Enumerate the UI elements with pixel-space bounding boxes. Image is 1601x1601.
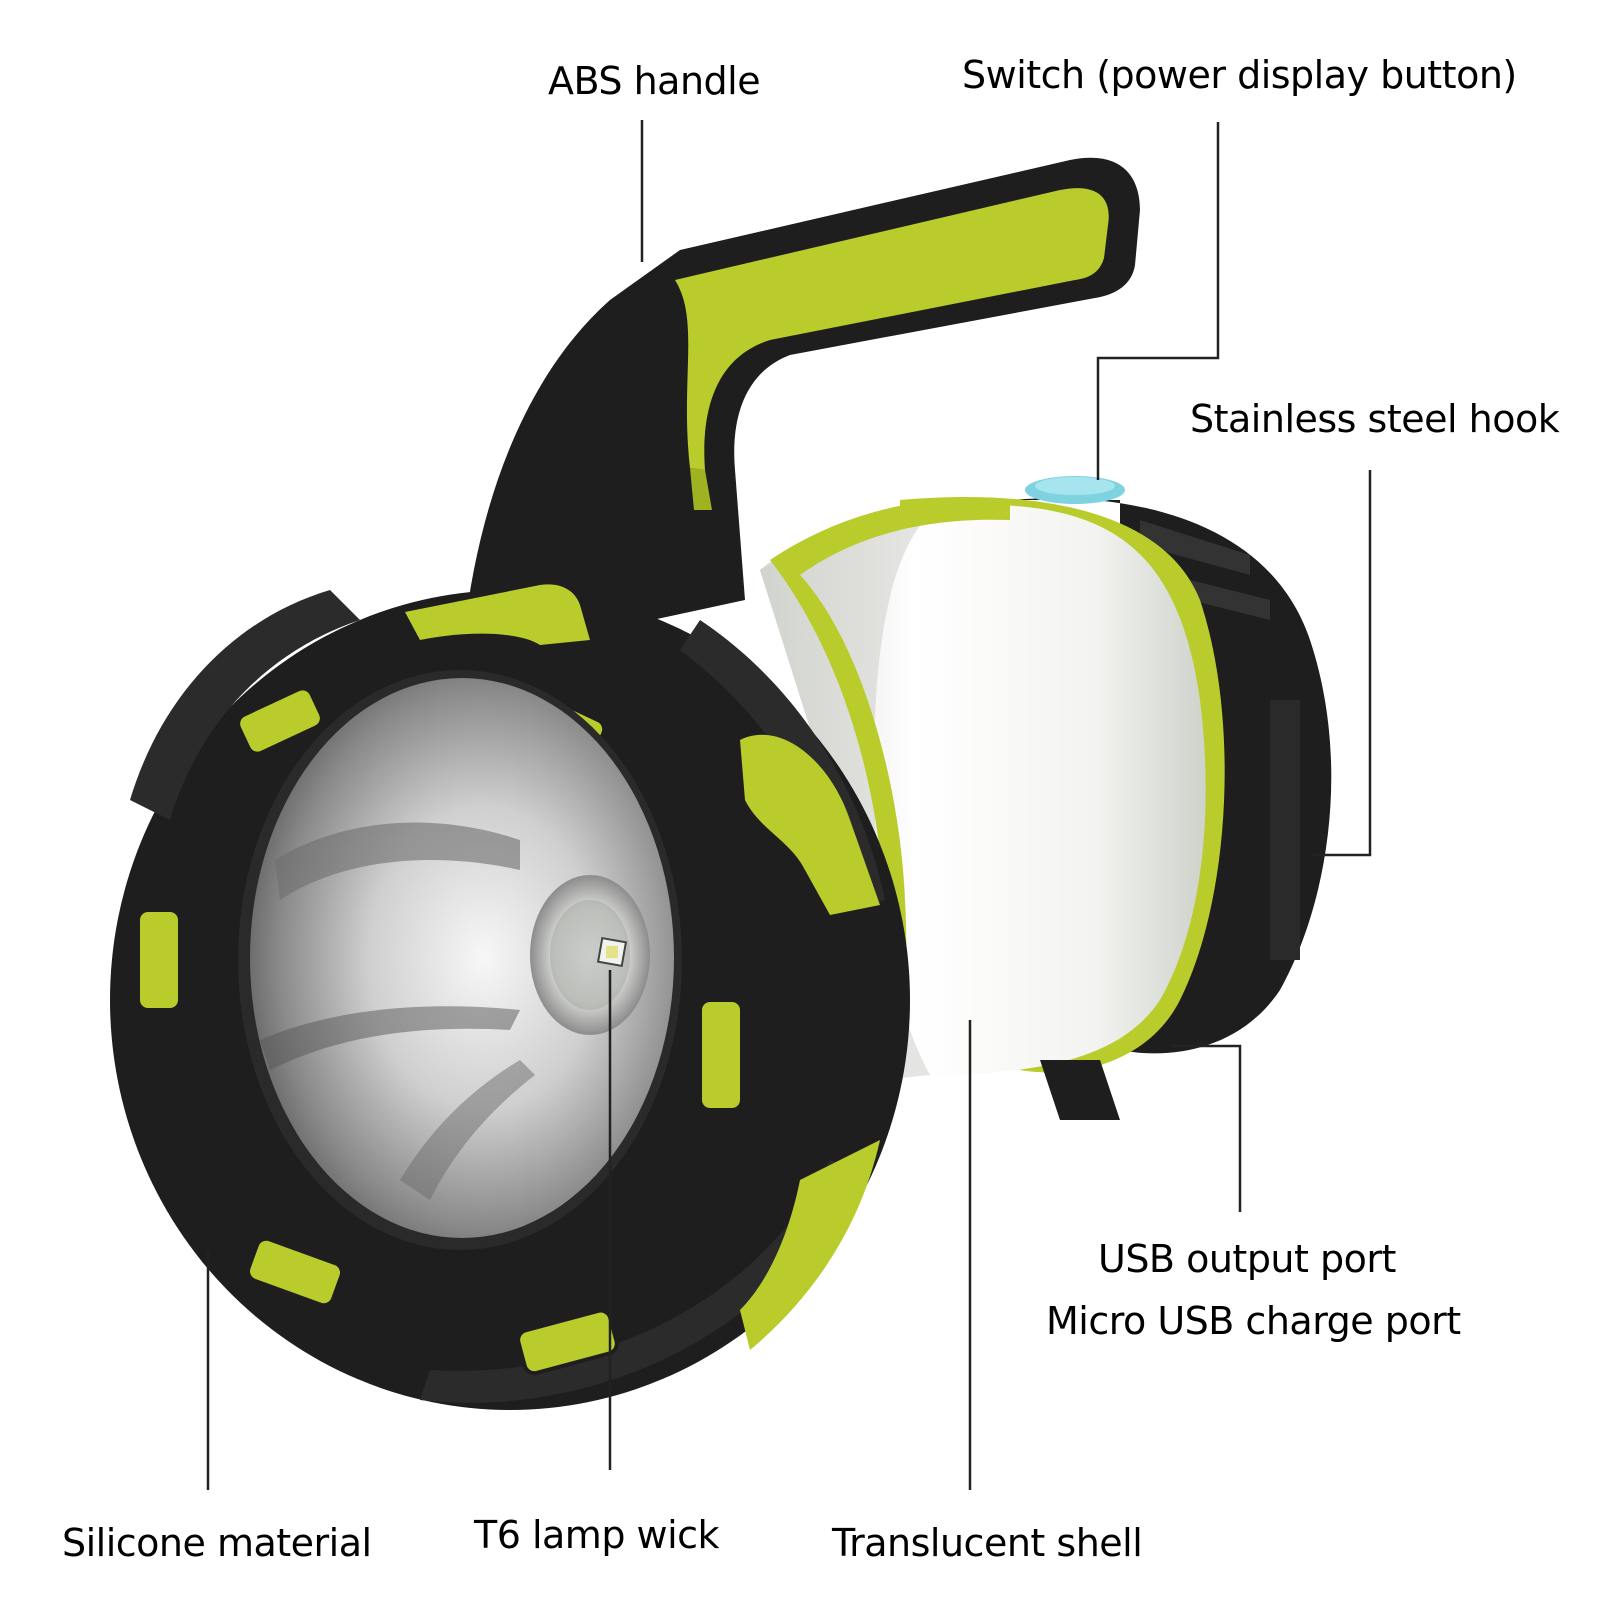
label-t6-lamp-wick: T6 lamp wick <box>474 1513 720 1557</box>
label-translucent-shell: Translucent shell <box>832 1521 1143 1565</box>
leader-line-switch <box>1096 122 1220 480</box>
green-slot <box>516 1308 619 1376</box>
reflector <box>238 670 682 1250</box>
label-usb-output-port: USB output port <box>1098 1237 1396 1281</box>
label-abs-handle: ABS handle <box>548 59 761 103</box>
green-pad <box>740 1140 880 1350</box>
leader-line-hook <box>1312 470 1372 857</box>
leader-lines <box>206 120 1372 1490</box>
label-silicone-material: Silicone material <box>62 1521 372 1565</box>
green-slot <box>236 686 324 756</box>
green-slot <box>246 1236 344 1308</box>
green-slot <box>698 998 744 1112</box>
front-shell-ring <box>770 498 1010 1085</box>
power-switch <box>1025 476 1125 504</box>
stand-foot <box>1040 1060 1120 1120</box>
leader-line-usb <box>1170 1044 1242 1212</box>
t6-led <box>530 875 650 1035</box>
green-pad <box>405 584 590 645</box>
label-micro-usb-charge-port: Micro USB charge port <box>1046 1299 1461 1343</box>
label-stainless-steel-hook: Stainless steel hook <box>1190 397 1560 441</box>
green-pad <box>740 734 880 915</box>
green-slot <box>136 908 182 1012</box>
abs-handle <box>460 157 1140 681</box>
label-switch: Switch (power display button) <box>962 53 1517 97</box>
